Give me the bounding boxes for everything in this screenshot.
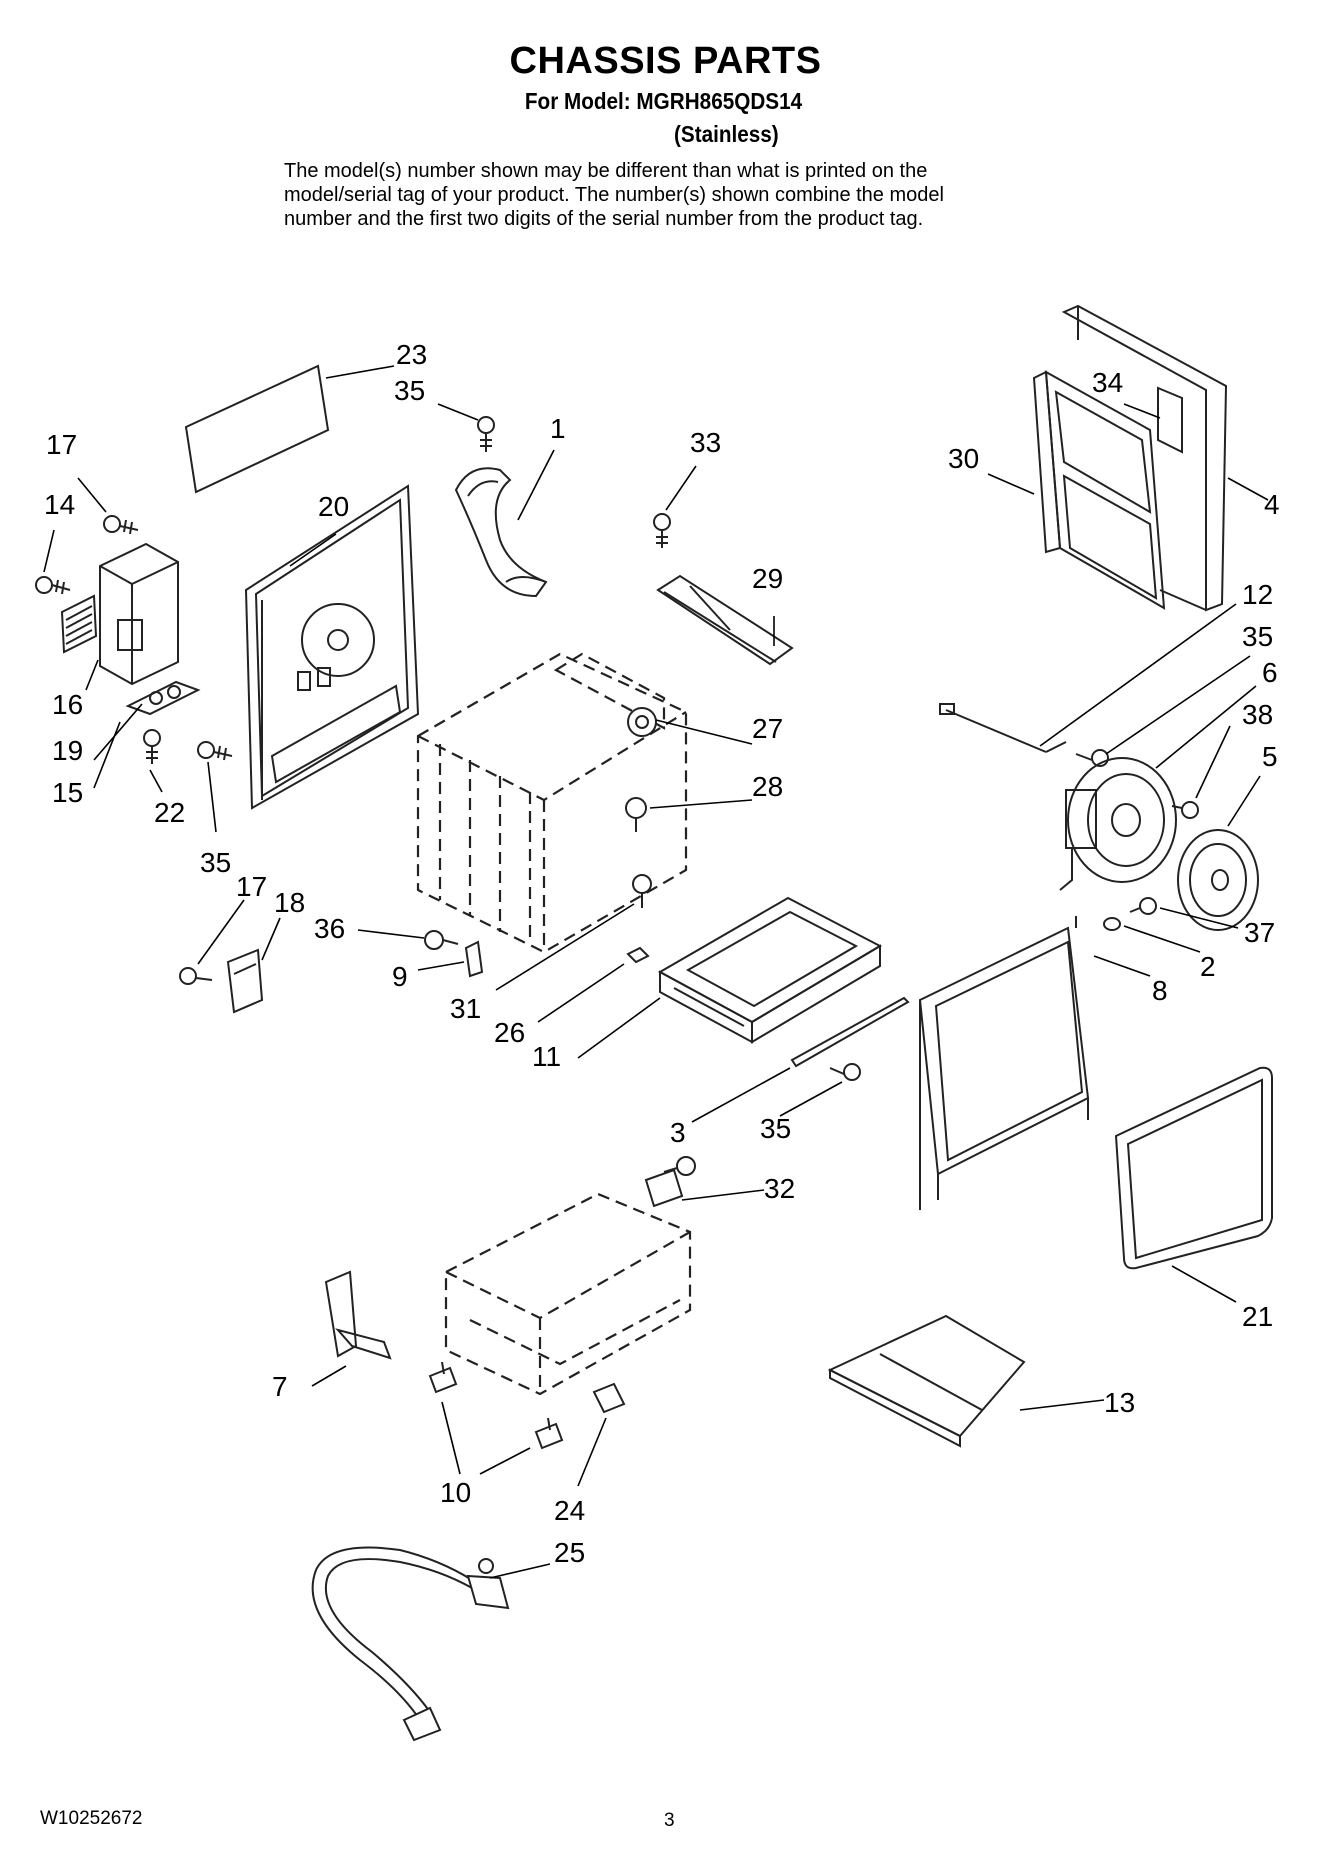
- part-30-door-panel: [1032, 370, 1166, 610]
- part-1-vent-duct: [454, 467, 548, 598]
- model-number: For Model: MGRH865QDS14: [524, 88, 803, 114]
- callout-11: 11: [532, 1041, 561, 1072]
- part-13-drawer-pan: [827, 1314, 1026, 1448]
- callout-18: 18: [274, 887, 305, 918]
- part-5-fan-blade: [1177, 829, 1259, 931]
- part-17-screw-bottom: [179, 967, 213, 985]
- page-title: CHASSIS PARTS: [509, 40, 822, 82]
- part-storage-frame: [444, 1192, 692, 1396]
- part-2-washer: [1103, 917, 1121, 931]
- callout-36: 36: [314, 913, 345, 944]
- callout-leaders: [43, 365, 1269, 1579]
- callout-22: 22: [154, 797, 185, 828]
- part-7-leveling-bracket: [324, 1270, 392, 1360]
- part-8-front-frame: [918, 916, 1090, 1210]
- callout-4: 4: [1264, 489, 1280, 520]
- part-15-screw: [143, 729, 161, 764]
- part-23-insulation: [184, 364, 330, 494]
- callout-17: 17: [236, 871, 267, 902]
- callout-30: 30: [948, 443, 979, 474]
- callout-23: 23: [396, 339, 427, 370]
- part-19-plate: [125, 680, 201, 716]
- callout-10: 10: [440, 1477, 471, 1508]
- part-24-clip: [592, 1382, 626, 1414]
- callout-20: 20: [318, 491, 349, 522]
- part-16-vent-grille: [60, 594, 98, 654]
- part-oven-cavity: [416, 652, 688, 954]
- callout-12: 12: [1242, 579, 1273, 610]
- callout-35: 35: [394, 375, 425, 406]
- callout-3: 3: [670, 1117, 686, 1148]
- callout-32: 32: [764, 1173, 795, 1204]
- part-14-screw: [35, 576, 71, 595]
- document-number: W10252672: [40, 1808, 143, 1829]
- callout-5: 5: [1262, 741, 1278, 772]
- part-35-screw-top: [477, 416, 495, 452]
- callout-21: 21: [1242, 1301, 1273, 1332]
- disclaimer-line: model/serial tag of your product. The nu…: [284, 184, 944, 206]
- callout-29: 29: [752, 563, 783, 594]
- model-disclaimer: The model(s) number shown may be differe…: [284, 159, 1084, 231]
- part-38-screw: [1171, 801, 1199, 819]
- callout-8: 8: [1152, 975, 1168, 1006]
- callout-9: 9: [392, 961, 408, 992]
- callout-28: 28: [752, 771, 783, 802]
- part-20-back-panel: [244, 484, 420, 810]
- finish-label: (Stainless): [674, 121, 779, 147]
- part-31-screw: [632, 874, 652, 908]
- part-10-leveling-leg: [428, 1361, 564, 1450]
- callout-24: 24: [554, 1495, 585, 1526]
- callout-31: 31: [450, 993, 481, 1024]
- part-37-screw: [1129, 897, 1157, 915]
- part-32-block: [644, 1156, 696, 1208]
- page-number: 3: [664, 1810, 675, 1831]
- callout-13: 13: [1104, 1387, 1135, 1418]
- callout-35: 35: [760, 1113, 791, 1144]
- callout-19: 19: [52, 735, 83, 766]
- callout-25: 25: [554, 1537, 585, 1568]
- part-12-probe: [939, 703, 1067, 753]
- part-36-screw: [424, 930, 459, 950]
- callout-labels: 23 35 1 33 34 30 4 17 14 20 29 12 35 6 3…: [44, 339, 1280, 1568]
- part-11-bottom-tray: [657, 896, 883, 1044]
- disclaimer-line: number and the first two digits of the s…: [284, 208, 924, 230]
- callout-2: 2: [1200, 951, 1216, 982]
- part-17-screw-top: [103, 515, 139, 535]
- part-35-screw-mid: [829, 1063, 861, 1081]
- callout-7: 7: [272, 1371, 288, 1402]
- callout-6: 6: [1262, 657, 1278, 688]
- part-3-trim-strip: [790, 996, 910, 1068]
- part-25-power-cord: [311, 1546, 510, 1742]
- part-33-screw: [653, 513, 671, 548]
- callout-35: 35: [200, 847, 231, 878]
- part-26-clip: [626, 946, 650, 964]
- part-9-bracket: [464, 940, 484, 978]
- part-6-fan-motor: [1059, 757, 1177, 891]
- part-29-bracket: [656, 574, 794, 666]
- callout-17: 17: [46, 429, 77, 460]
- callout-37: 37: [1244, 917, 1275, 948]
- callout-38: 38: [1242, 699, 1273, 730]
- callout-35: 35: [1242, 621, 1273, 652]
- callout-33: 33: [690, 427, 721, 458]
- callout-16: 16: [52, 689, 83, 720]
- callout-15: 15: [52, 777, 83, 808]
- part-35-screw-right: [1075, 749, 1109, 767]
- callout-34: 34: [1092, 367, 1123, 398]
- callout-1: 1: [550, 413, 566, 444]
- part-27-sensor: [627, 707, 657, 737]
- part-28-plug: [625, 797, 647, 832]
- part-electrical-box: [99, 542, 179, 686]
- callout-27: 27: [752, 713, 783, 744]
- callout-26: 26: [494, 1017, 525, 1048]
- part-18-hinge-bracket: [226, 948, 264, 1014]
- callout-14: 14: [44, 489, 75, 520]
- part-21-gasket: [1114, 1066, 1273, 1270]
- part-4-side-panel: [1061, 304, 1228, 612]
- part-35-screw-left: [197, 741, 233, 761]
- disclaimer-line: The model(s) number shown may be differe…: [284, 160, 928, 182]
